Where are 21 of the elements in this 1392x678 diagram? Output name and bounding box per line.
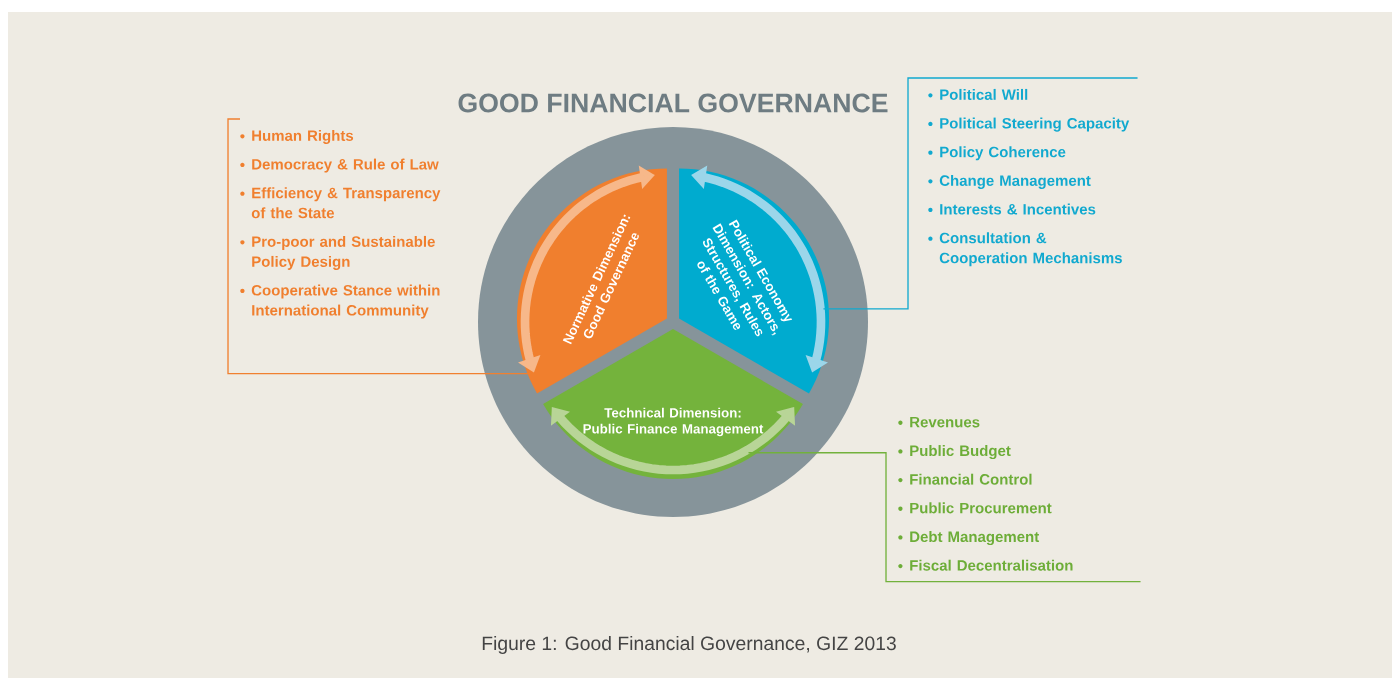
list-item: Political Steering Capacity [940, 117, 1130, 132]
ring-title: GOOD FINANCIAL GOVERNANCE [458, 93, 888, 113]
list-item: Debt Management [910, 531, 1039, 546]
leader-line [822, 77, 1139, 310]
list-item: Efficiency & Transparency of the State [251, 187, 441, 219]
list-item: Public Procurement [910, 502, 1052, 514]
list-item: Interests & Incentives [940, 203, 1096, 215]
list-item: Revenues [910, 416, 980, 428]
list-item: Policy Coherence [940, 146, 1066, 161]
list-item: Human Rights [252, 129, 354, 144]
list-item: Financial Control [910, 473, 1032, 485]
list-item: Fiscal Decentralisation [910, 559, 1073, 571]
leader-line [747, 452, 1142, 583]
list-item: Cooperative Stance within International Community [251, 284, 440, 319]
caption: Figure 1: Good Financial Governance, GIZ 2013 [482, 636, 896, 654]
list-item: Change Management [939, 174, 1091, 189]
list-item: Political Will [940, 88, 1028, 100]
list-item: Democracy & Rule of Law [252, 158, 439, 173]
list-item: Pro-poor and Sustainable Policy Design [252, 235, 435, 270]
list-item: Public Budget [910, 445, 1011, 460]
list-item: Consultation & Cooperation Mechanisms [939, 232, 1122, 267]
